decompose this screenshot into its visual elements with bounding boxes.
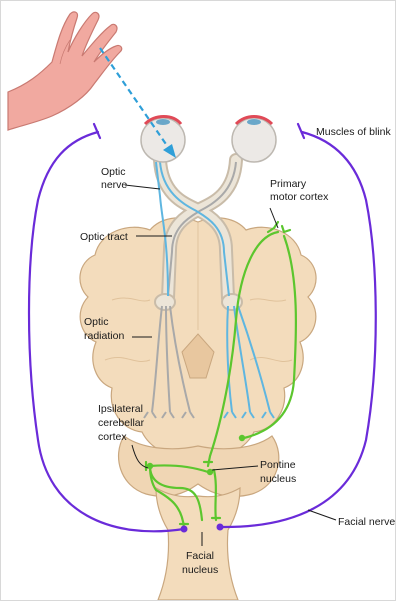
label-ipsilateral-3: cortex xyxy=(98,431,127,443)
label-facial-nucleus-2: nucleus xyxy=(182,564,218,576)
label-optic-nerve-1: Optic xyxy=(101,166,126,178)
label-facial-nerve: Facial nerve xyxy=(338,516,395,528)
label-facial-nucleus-1: Facial xyxy=(186,550,214,562)
label-primary-motor-1: Primary xyxy=(270,178,307,190)
label-pontine-1: Pontine xyxy=(260,459,296,471)
label-optic-nerve-2: nerve xyxy=(101,179,127,191)
brainstem xyxy=(156,488,240,600)
right-eyeball-icon xyxy=(232,117,276,163)
hand-icon xyxy=(8,12,122,130)
label-optic-tract: Optic tract xyxy=(80,231,128,243)
label-primary-motor-2: motor cortex xyxy=(270,191,329,203)
label-muscles-of-blink: Muscles of blink xyxy=(316,126,391,138)
label-pontine-2: nucleus xyxy=(260,473,296,485)
label-optic-radiation-2: radiation xyxy=(84,330,124,342)
label-ipsilateral-2: cerebellar xyxy=(98,417,145,429)
label-optic-radiation-1: Optic xyxy=(84,316,109,328)
light-arrow xyxy=(100,48,176,158)
label-ipsilateral-1: Ipsilateral xyxy=(98,403,143,415)
